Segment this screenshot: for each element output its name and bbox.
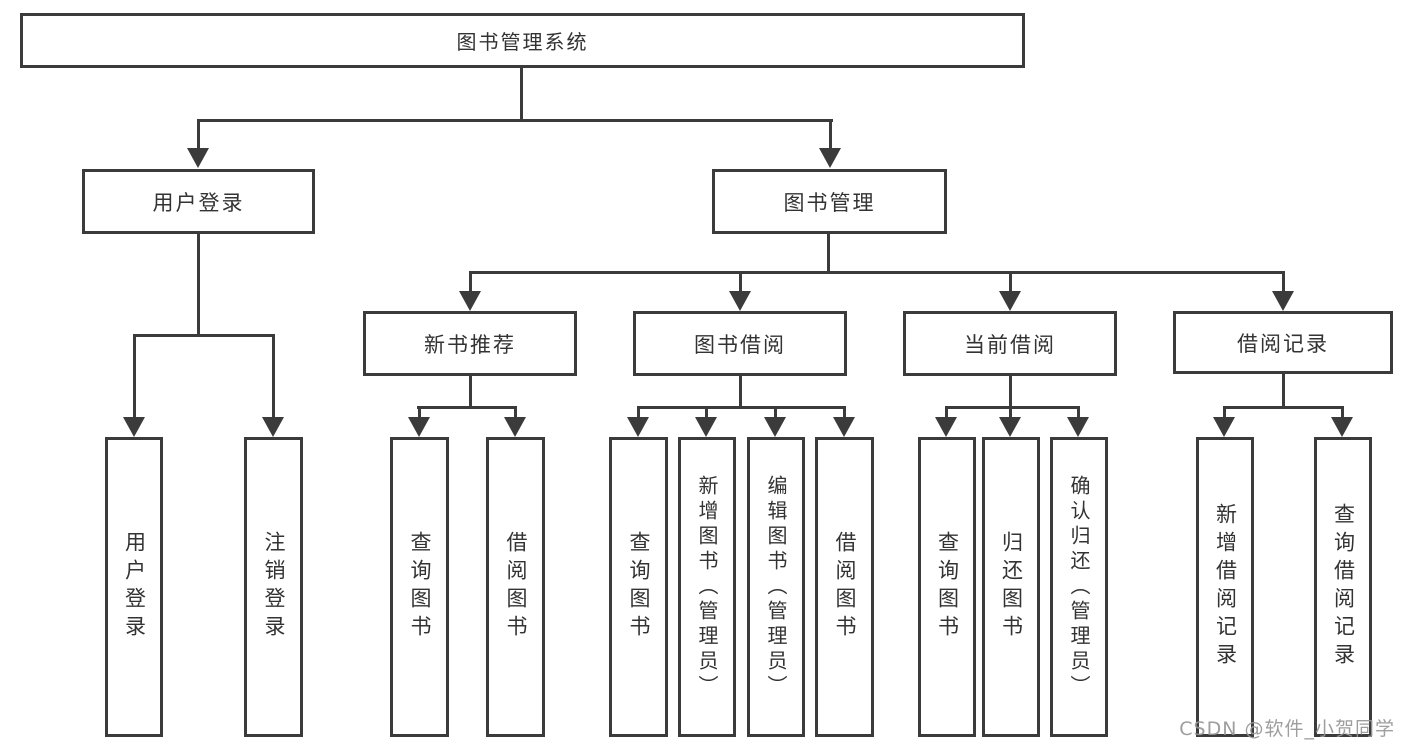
leaf-user-login-label: 用户登录 <box>122 531 147 643</box>
node-new-book-recommend-label: 新书推荐 <box>424 332 516 357</box>
arrow-down <box>504 417 526 437</box>
connector-line <box>417 406 517 409</box>
leaf-current-query: 查询图书 <box>918 437 976 737</box>
connector-line <box>946 406 1080 409</box>
connector-line <box>514 406 517 422</box>
node-root-label: 图书管理系统 <box>456 30 589 54</box>
node-current-borrow: 当前借阅 <box>903 311 1117 376</box>
connector-line <box>739 271 742 295</box>
connector-line <box>843 406 846 422</box>
node-root: 图书管理系统 <box>20 13 1025 68</box>
node-current-borrow-label: 当前借阅 <box>964 332 1056 357</box>
node-book-management: 图书管理 <box>712 169 947 234</box>
connector-line <box>1341 406 1344 422</box>
connector-line <box>1077 406 1080 422</box>
arrow-down <box>819 148 841 168</box>
connector-line <box>520 68 523 120</box>
arrow-down <box>1067 417 1089 437</box>
leaf-current-return-label: 归还图书 <box>999 531 1024 643</box>
leaf-records-query: 查询借阅记录 <box>1314 437 1372 737</box>
node-borrow-records: 借阅记录 <box>1173 311 1393 374</box>
node-book-borrow-label: 图书借阅 <box>694 332 786 357</box>
node-user-login: 用户登录 <box>82 169 315 234</box>
connector-line <box>272 334 275 420</box>
connector-line <box>774 406 777 422</box>
connector-line <box>637 406 640 422</box>
node-book-management-label: 图书管理 <box>783 190 876 215</box>
connector-line <box>469 376 472 409</box>
leaf-borrow-query-label: 查询图书 <box>627 531 651 643</box>
arrow-down <box>999 291 1021 311</box>
connector-line <box>418 406 421 422</box>
connector-line <box>739 376 742 409</box>
leaf-current-confirm-admin-label: 确认归还（管理员） <box>1067 474 1091 700</box>
leaf-newbook-borrow-label: 借阅图书 <box>504 531 528 643</box>
connector-line <box>1223 406 1226 422</box>
leaf-records-add-label: 新增借阅记录 <box>1213 503 1238 671</box>
leaf-newbook-query: 查询图书 <box>390 437 449 737</box>
arrow-down <box>1213 417 1235 437</box>
leaf-borrow-edit-admin: 编辑图书（管理员） <box>747 437 805 737</box>
connector-line <box>133 334 136 420</box>
connector-line <box>197 119 833 122</box>
connector-line <box>1224 406 1344 409</box>
connector-line <box>829 119 832 151</box>
connector-line <box>1009 376 1012 409</box>
arrow-down <box>764 417 786 437</box>
leaf-records-query-label: 查询借阅记录 <box>1331 503 1356 671</box>
arrow-down <box>627 417 649 437</box>
arrow-down <box>459 291 481 311</box>
node-new-book-recommend: 新书推荐 <box>363 311 577 376</box>
connector-line <box>197 234 200 337</box>
arrow-down <box>262 417 284 437</box>
csdn-watermark: CSDN @软件_小贺同学 <box>1179 718 1395 740</box>
leaf-newbook-borrow: 借阅图书 <box>486 437 545 737</box>
leaf-borrow-add-admin-label: 新增图书（管理员） <box>695 474 719 700</box>
node-book-borrow: 图书借阅 <box>633 311 847 376</box>
connector-line <box>1009 406 1012 422</box>
leaf-current-query-label: 查询图书 <box>935 531 960 643</box>
leaf-borrow-query: 查询图书 <box>609 437 668 737</box>
leaf-current-return: 归还图书 <box>982 437 1040 737</box>
node-borrow-records-label: 借阅记录 <box>1237 331 1329 356</box>
arrow-down <box>123 417 145 437</box>
arrow-down <box>833 417 855 437</box>
connector-line <box>827 234 830 274</box>
leaf-logout-label: 注销登录 <box>262 531 286 643</box>
connector-line <box>469 271 1285 274</box>
connector-line <box>705 406 708 422</box>
leaf-borrow-add-admin: 新增图书（管理员） <box>678 437 736 737</box>
connector-line <box>637 406 845 409</box>
arrow-down <box>729 291 751 311</box>
connector-line <box>945 406 948 422</box>
leaf-newbook-query-label: 查询图书 <box>408 531 432 643</box>
arrow-down <box>999 417 1021 437</box>
arrow-down <box>1331 417 1353 437</box>
arrow-down <box>1272 291 1294 311</box>
connector-line <box>1282 271 1285 295</box>
arrow-down <box>935 417 957 437</box>
leaf-records-add: 新增借阅记录 <box>1196 437 1254 737</box>
node-user-login-label: 用户登录 <box>152 190 245 215</box>
leaf-borrow-edit-admin-label: 编辑图书（管理员） <box>764 474 788 700</box>
connector-line <box>469 271 472 295</box>
connector-line <box>133 334 275 337</box>
arrow-down <box>695 417 717 437</box>
leaf-user-login: 用户登录 <box>105 437 163 737</box>
connector-line <box>197 119 200 151</box>
leaf-borrow-borrow: 借阅图书 <box>815 437 874 737</box>
connector-line <box>1009 271 1012 295</box>
leaf-current-confirm-admin: 确认归还（管理员） <box>1050 437 1108 737</box>
arrow-down <box>408 417 430 437</box>
leaf-borrow-borrow-label: 借阅图书 <box>833 531 857 643</box>
connector-line <box>1282 374 1285 409</box>
arrow-down <box>187 148 209 168</box>
leaf-logout: 注销登录 <box>244 437 303 737</box>
